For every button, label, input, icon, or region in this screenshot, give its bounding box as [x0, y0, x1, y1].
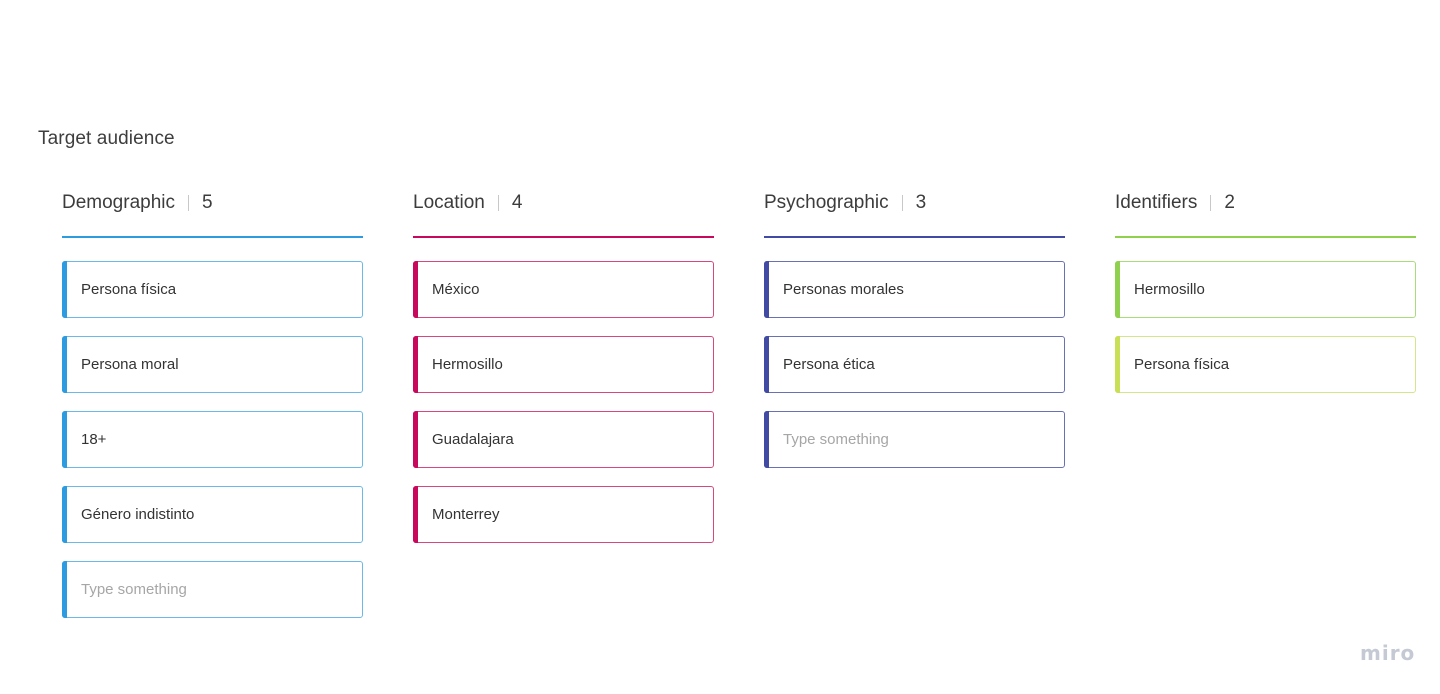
card-text: Personas morales [783, 281, 904, 298]
card-color-bar [1115, 336, 1120, 393]
card-text: 18+ [81, 431, 107, 448]
card-text: Persona física [1134, 356, 1230, 373]
card-text: Guadalajara [432, 431, 514, 448]
column-title[interactable]: Location [413, 192, 485, 213]
card[interactable]: Personas morales [764, 261, 1065, 318]
column-underline [62, 236, 363, 238]
column-title[interactable]: Identifiers [1115, 192, 1198, 213]
card-text: Persona ética [783, 356, 875, 373]
card-text: Hermosillo [1134, 281, 1205, 298]
card-text: México [432, 281, 480, 298]
column-header[interactable]: Psychographic 3 [764, 190, 1065, 216]
card-color-bar [62, 336, 67, 393]
card-color-bar [62, 561, 67, 618]
card-text: Monterrey [432, 506, 500, 523]
card-color-bar [764, 261, 769, 318]
card-color-bar [413, 336, 418, 393]
miro-logo: miro [1360, 641, 1416, 665]
column-header[interactable]: Location 4 [413, 190, 714, 216]
card-placeholder-text: Type something [783, 431, 889, 448]
card-text: Persona moral [81, 356, 179, 373]
column-header-divider [188, 195, 189, 211]
new-card-input[interactable]: Type something [62, 561, 363, 618]
card-color-bar [764, 411, 769, 468]
board-title[interactable]: Target audience [38, 128, 175, 149]
card[interactable]: Hermosillo [413, 336, 714, 393]
card-text: Género indistinto [81, 506, 195, 523]
card-text: Hermosillo [432, 356, 503, 373]
card[interactable]: Guadalajara [413, 411, 714, 468]
card[interactable]: Monterrey [413, 486, 714, 543]
card[interactable]: México [413, 261, 714, 318]
card[interactable]: Hermosillo [1115, 261, 1416, 318]
column-count: 2 [1224, 192, 1235, 213]
card-color-bar [62, 261, 67, 318]
card-text: Persona física [81, 281, 177, 298]
card-color-bar [1115, 261, 1120, 318]
column-underline [1115, 236, 1416, 238]
column-underline [413, 236, 714, 238]
column-count: 4 [511, 192, 523, 213]
column-underline [764, 236, 1065, 238]
card-color-bar [413, 411, 418, 468]
column-header-divider [901, 195, 903, 211]
column-header[interactable]: Demographic 5 [62, 190, 363, 216]
card-color-bar [62, 486, 67, 543]
column-title[interactable]: Demographic [62, 192, 175, 213]
card[interactable]: Persona moral [62, 336, 363, 393]
card-color-bar [62, 411, 67, 468]
card[interactable]: Persona física [62, 261, 363, 318]
column-count: 3 [915, 192, 927, 213]
card-color-bar [413, 261, 418, 318]
card[interactable]: Persona física [1115, 336, 1416, 393]
card[interactable]: Género indistinto [62, 486, 363, 543]
column-header-divider [497, 195, 499, 211]
column-header-divider [1210, 195, 1212, 211]
card[interactable]: 18+ [62, 411, 363, 468]
card-color-bar [413, 486, 418, 543]
card-color-bar [764, 336, 769, 393]
new-card-input[interactable]: Type something [764, 411, 1065, 468]
card-placeholder-text: Type something [81, 581, 187, 598]
column-header[interactable]: Identifiers 2 [1115, 190, 1416, 216]
card[interactable]: Persona ética [764, 336, 1065, 393]
column-count: 5 [202, 192, 213, 213]
column-title[interactable]: Psychographic [764, 192, 889, 213]
